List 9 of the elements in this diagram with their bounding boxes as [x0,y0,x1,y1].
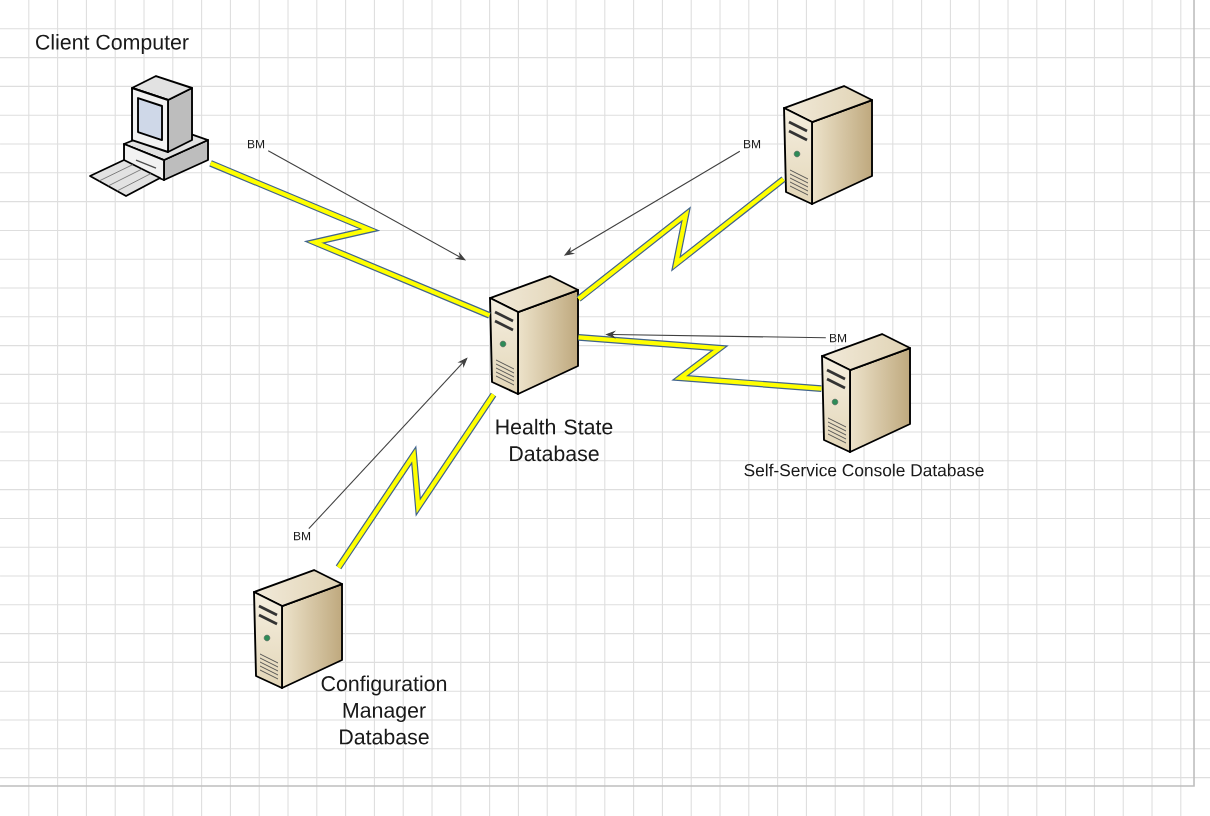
server-icon [783,85,873,205]
lightning-connector [335,392,497,570]
lightning-connector [578,334,822,392]
node-label: Health State Database [496,418,613,462]
lightning-connector [209,160,491,319]
node-label: Configuration Manager Database [321,675,447,745]
node-label: Self-Service Console Database [744,463,984,477]
lightning-connector [576,176,786,302]
node-label: Client Computer [36,34,189,54]
